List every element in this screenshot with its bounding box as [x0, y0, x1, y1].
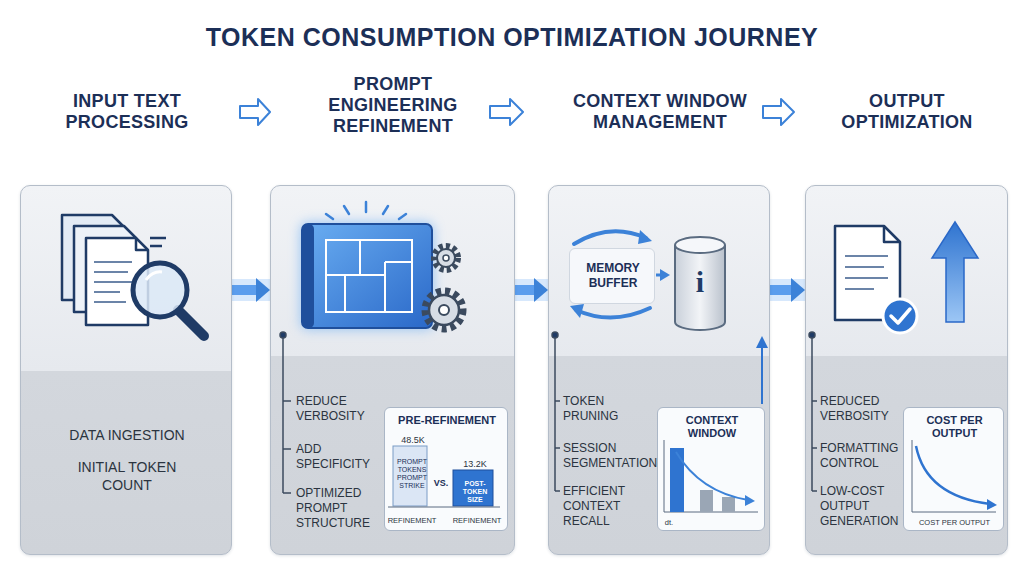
text-slot: dt. [660, 518, 678, 527]
text-slot: OPTIMIZED PROMPT STRUCTURE [296, 486, 382, 531]
text-slot: COST PER OUTPUT [910, 518, 999, 527]
text-slot: COST PER OUTPUT [904, 414, 1005, 440]
text-slot: REFINEMENT [449, 516, 505, 525]
axis-label: dt. [660, 518, 678, 527]
text-slot: i [690, 266, 710, 298]
text-slot: ADD SPECIFICITY [296, 442, 382, 472]
box-text: MEMORY BUFFER [574, 261, 652, 291]
text-slot: OUTPUT OPTIMIZATION [817, 91, 997, 133]
heading-arrow [240, 99, 794, 125]
text-slot: MEMORY BUFFER [574, 261, 652, 291]
axis-label: COST PER OUTPUT [910, 518, 999, 527]
stage-heading: CONTEXT WINDOW MANAGEMENT [560, 91, 760, 133]
up-arrow [932, 222, 978, 322]
text-slot: PROMPT ENGINEERING REFINEMENT [318, 74, 468, 137]
bar-chart [388, 446, 500, 507]
stage-heading: INPUT TEXT PROCESSING [21, 91, 233, 133]
arrowhead [570, 230, 670, 318]
bar-label: PROMPT TOKENS PROMPT STRIKE [395, 458, 429, 490]
value-label: 13.2K [453, 459, 497, 470]
text-slot: INITIAL TOKEN COUNT [67, 458, 187, 494]
bullet-text: REDUCE VERBOSITY [296, 394, 382, 424]
bullet-text: ADD SPECIFICITY [296, 442, 382, 472]
blueprint-icon [300, 202, 434, 330]
text-slot: CONTEXT WINDOW MANAGEMENT [560, 91, 760, 133]
bullet-text: EFFICIENT CONTEXT RECALL [563, 484, 653, 529]
magnifier-icon [133, 263, 204, 336]
chart-title: PRE-REFINEMENT [385, 414, 509, 427]
line-chart [912, 440, 997, 512]
diagram-title: TOKEN CONSUMPTION OPTIMIZATION JOURNEY [0, 22, 1024, 52]
text-slot: SESSION SEGMENTATION [563, 441, 653, 471]
bullet-bracket [809, 332, 817, 491]
stage-text: DATA INGESTION [21, 426, 233, 444]
memory-buffer-box: MEMORY BUFFER [569, 248, 655, 304]
bullet-text: SESSION SEGMENTATION [563, 441, 653, 471]
text-slot: REDUCED VERBOSITY [820, 394, 900, 424]
text-slot: POST-TOKEN SIZE [455, 480, 495, 504]
bullet-text: REDUCED VERBOSITY [820, 394, 900, 424]
gear-icon [425, 246, 463, 329]
stage-heading: OUTPUT OPTIMIZATION [817, 91, 997, 133]
text-slot: 13.2K [453, 459, 497, 470]
text-slot: TOKEN PRUNING [563, 394, 653, 424]
text-slot: TOKEN CONSUMPTION OPTIMIZATION JOURNEY [0, 22, 1024, 52]
chart-box: PRE-REFINEMENT 48.5K PROMPT TOKENS PROMPT … [384, 407, 508, 531]
text-slot: EFFICIENT CONTEXT RECALL [563, 484, 653, 529]
chart-title: COST PER OUTPUT [904, 414, 1005, 440]
text-slot: FORMATTING CONTROL [820, 441, 900, 471]
icon-letter: i [690, 266, 710, 298]
text-slot: REFINEMENT [387, 516, 437, 525]
value-label: 48.5K [393, 435, 433, 446]
text-slot: PRE-REFINEMENT [385, 414, 509, 427]
flow-arrow [515, 278, 548, 302]
cycle-arrows [574, 231, 650, 317]
flow-arrow [770, 278, 805, 302]
stage-text: INITIAL TOKEN COUNT [67, 458, 187, 494]
text-slot: PROMPT TOKENS PROMPT STRIKE [395, 458, 429, 490]
bullet-text: OPTIMIZED PROMPT STRUCTURE [296, 486, 382, 531]
bar-label: POST-TOKEN SIZE [455, 480, 495, 504]
bullet-text: LOW-COST OUTPUT GENERATION [820, 484, 900, 529]
database-cylinder [675, 237, 725, 330]
text-slot: INPUT TEXT PROCESSING [21, 91, 233, 133]
recall-arrow [756, 336, 768, 404]
text-slot: VS. [429, 478, 453, 489]
bullet-text: FORMATTING CONTROL [820, 441, 900, 471]
bullet-text: TOKEN PRUNING [563, 394, 653, 424]
chart-title: CONTEXT WINDOW [672, 414, 752, 440]
arrow-line [656, 274, 662, 277]
bullet-bracket [552, 332, 560, 491]
text-slot: LOW-COST OUTPUT GENERATION [820, 484, 900, 529]
bullet-bracket [280, 332, 291, 493]
text-slot: REDUCE VERBOSITY [296, 394, 382, 424]
stage-heading: PROMPT ENGINEERING REFINEMENT [318, 74, 468, 137]
versus-label: VS. [429, 478, 453, 489]
flow-arrow [232, 278, 270, 302]
axis-label: REFINEMENT [449, 516, 505, 525]
text-slot: DATA INGESTION [21, 426, 233, 444]
text-slot: 48.5K [393, 435, 433, 446]
text-slot: CONTEXT WINDOW [672, 414, 752, 440]
axis-label: REFINEMENT [387, 516, 437, 525]
check-badge [883, 299, 917, 333]
bar-chart [664, 440, 758, 512]
